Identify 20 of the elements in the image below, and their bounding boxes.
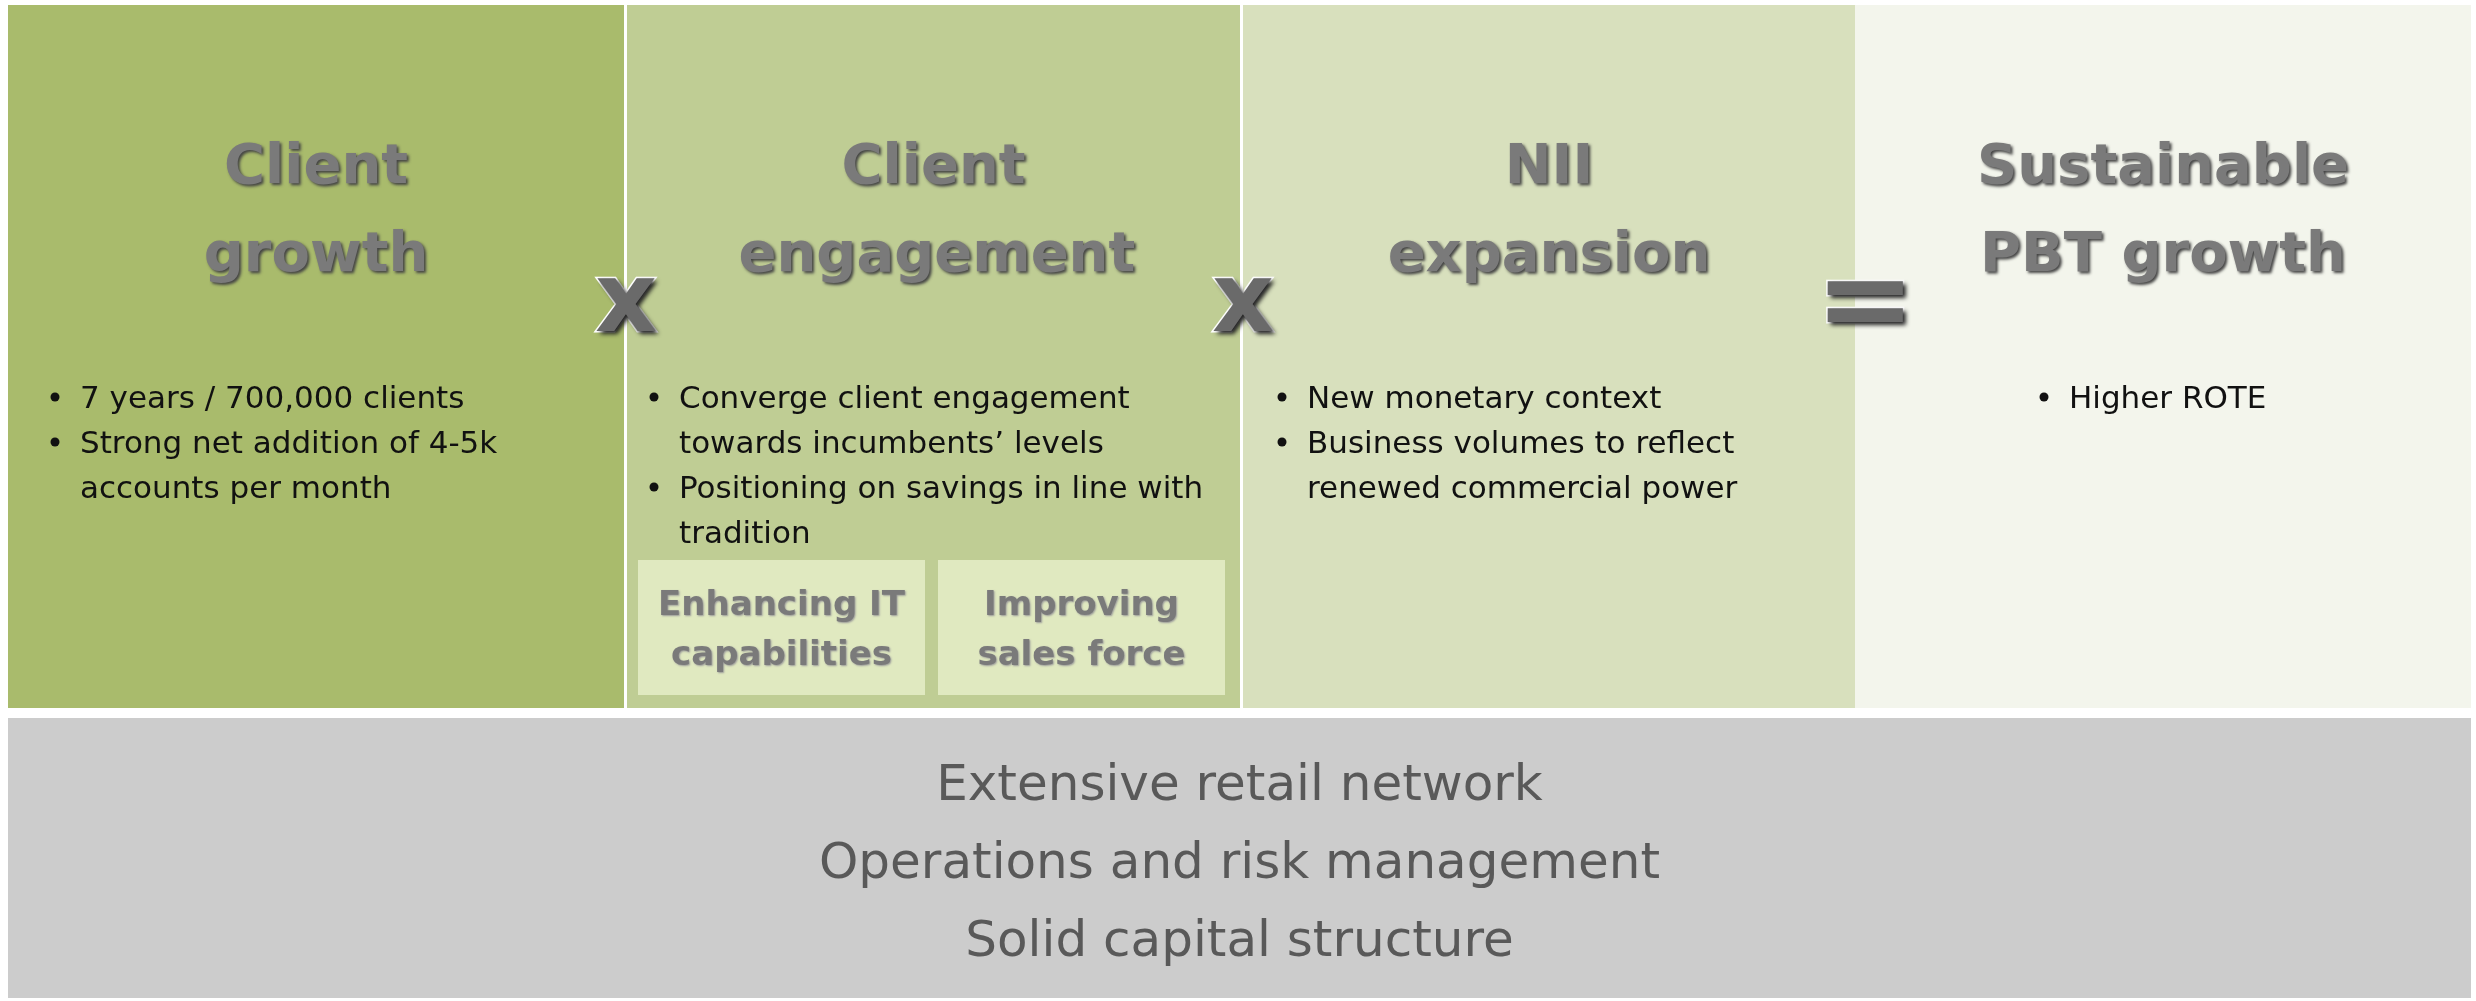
bullet-text: 7 years / 700,000 clients <box>80 378 466 417</box>
sub-box <box>638 560 925 695</box>
bullet-text: Business volumes to reflect renewed commercial power <box>1307 423 1739 507</box>
bullet-text: New monetary context <box>1307 378 1663 417</box>
column-heading: Client growth <box>202 130 430 286</box>
band-line: Extensive retail network <box>935 753 1544 814</box>
foundation-band <box>8 718 2471 998</box>
bullet-text: Strong net addition of 4-5k accounts per month <box>80 423 499 507</box>
bullet-text: Higher ROTE <box>2069 378 2268 417</box>
sub-label: Enhancing IT capabilities <box>657 581 906 675</box>
band-line: Solid capital structure <box>964 909 1515 970</box>
operator-symbol: = <box>1815 238 1916 358</box>
column-heading: Client engagement <box>737 130 1137 286</box>
bullet-text: Converge client engagement towards incumbents’ levels <box>679 378 1131 462</box>
column-heading: Sustainable PBT growth <box>1975 130 2351 286</box>
sub-box <box>938 560 1225 695</box>
band-line: Operations and risk management <box>818 831 1661 892</box>
bullet-text: Positioning on savings in line with tradition <box>679 468 1205 552</box>
sub-label: Improving sales force <box>976 581 1187 675</box>
column-heading: NII expansion <box>1386 130 1712 286</box>
